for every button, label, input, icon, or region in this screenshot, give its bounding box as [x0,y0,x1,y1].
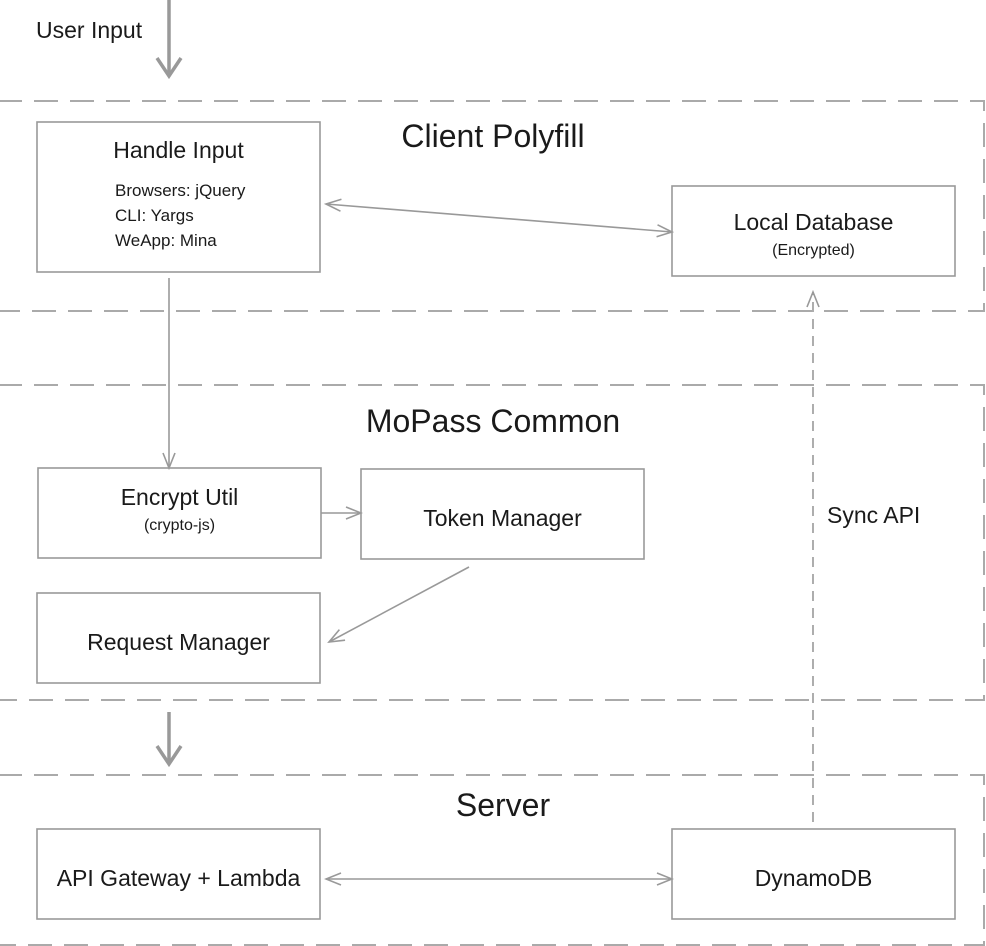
token-manager-request-manager-arrow [329,566,470,642]
api-gateway-title: API Gateway + Lambda [56,865,301,891]
encrypt-util-box [37,467,322,559]
client-polyfill-group [0,100,985,312]
handle-input-local-db-arrow [326,204,672,232]
handle-input-line-cli: CLI: Yargs [115,206,194,225]
mopass-common-title: MoPass Common [365,403,621,439]
token-manager-title: Token Manager [423,505,582,531]
api-gateway-box [36,828,321,920]
encrypt-util-subtitle: (crypto-js) [143,517,216,534]
client-polyfill-title: Client Polyfill [401,118,585,154]
sync-api-label: Sync API [827,502,921,528]
dynamodb-title: DynamoDB [754,865,873,891]
user-input-arrow [155,0,183,80]
encrypt-util-title: Encrypt Util [120,484,239,510]
handle-input-line-browsers: Browsers: jQuery [115,181,246,200]
handle-input-details: Browsers: jQuery CLI: Yargs WeApp: Mina [115,178,245,253]
handle-input-box [36,121,321,273]
token-manager-box [360,468,645,560]
server-title: Server [455,787,551,823]
common-to-server-arrow [155,712,183,768]
handle-input-line-weapp: WeApp: Mina [115,231,217,250]
request-manager-title: Request Manager [87,629,270,655]
handle-input-title: Handle Input [113,137,244,163]
dynamodb-box [671,828,956,920]
local-database-subtitle: (Encrypted) [772,242,855,259]
local-database-title: Local Database [733,209,894,235]
local-database-box [671,185,956,277]
user-input-label: User Input [36,17,143,43]
request-manager-box [36,592,321,684]
